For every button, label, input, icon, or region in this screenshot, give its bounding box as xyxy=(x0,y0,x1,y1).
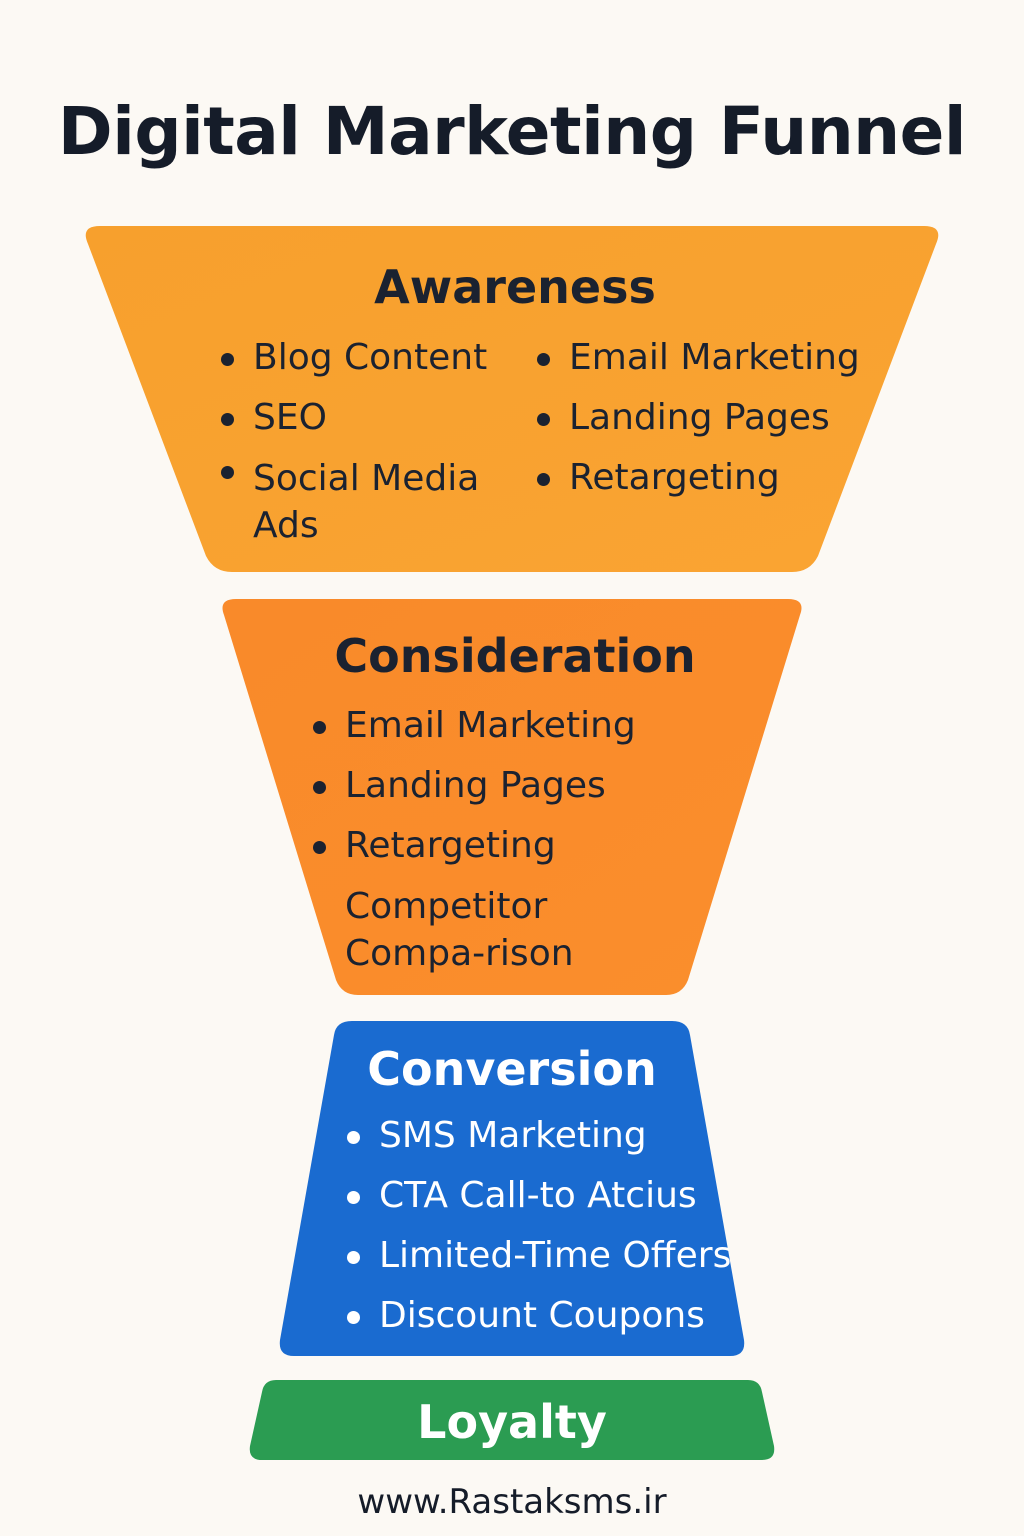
conversion-segment xyxy=(279,1021,745,1356)
bullet-icon xyxy=(537,353,550,366)
bullet-icon xyxy=(313,841,326,854)
list-item: CTA Call-to Atcius xyxy=(347,1166,737,1226)
list-item: Social Media Ads xyxy=(221,448,503,549)
bullet-icon xyxy=(347,1251,360,1264)
awareness-segment xyxy=(85,226,939,572)
list-item: Email Marketing xyxy=(313,696,703,756)
bullet-icon xyxy=(537,473,550,486)
bullet-icon xyxy=(313,721,326,734)
bullet-icon xyxy=(221,353,234,366)
bullet-icon xyxy=(347,1311,360,1324)
loyalty-title: Loyalty xyxy=(417,1395,607,1449)
page-title: Digital Marketing Funnel xyxy=(57,93,967,170)
list-item: SMS Marketing xyxy=(347,1106,737,1166)
bullet-icon xyxy=(347,1191,360,1204)
list-item: Discount Coupons xyxy=(347,1286,737,1346)
list-item: Landing Pages xyxy=(313,756,703,816)
consideration-title: Consideration xyxy=(334,629,696,683)
list-item: Competitor Compa-rison xyxy=(345,886,574,974)
footer-url: www.Rastaksms.ir xyxy=(357,1482,667,1522)
consideration-segment xyxy=(222,599,802,995)
awareness-title: Awareness xyxy=(374,260,656,314)
list-item: Blog Content xyxy=(221,328,511,388)
conversion-list: SMS Marketing CTA Call-to Atcius Limited… xyxy=(347,1106,737,1346)
consideration-list: Email Marketing Landing Pages Retargetin… xyxy=(313,696,703,977)
bullet-icon xyxy=(221,413,234,426)
conversion-title: Conversion xyxy=(367,1042,657,1096)
bullet-icon xyxy=(313,781,326,794)
awareness-list-left: Blog Content SEO Social Media Ads xyxy=(221,328,511,549)
loyalty-segment xyxy=(249,1380,775,1460)
awareness-list-right: Email Marketing Landing Pages Retargetin… xyxy=(537,328,867,508)
bullet-icon xyxy=(537,413,550,426)
list-item: Limited-Time Offers xyxy=(347,1226,737,1286)
list-item: Retargeting xyxy=(537,448,867,508)
list-item: Retargeting xyxy=(313,816,703,876)
list-item: Email Marketing xyxy=(537,328,867,388)
list-item: SEO xyxy=(221,388,511,448)
bullet-icon xyxy=(347,1131,360,1144)
list-item: Landing Pages xyxy=(537,388,867,448)
bullet-icon xyxy=(221,466,234,479)
